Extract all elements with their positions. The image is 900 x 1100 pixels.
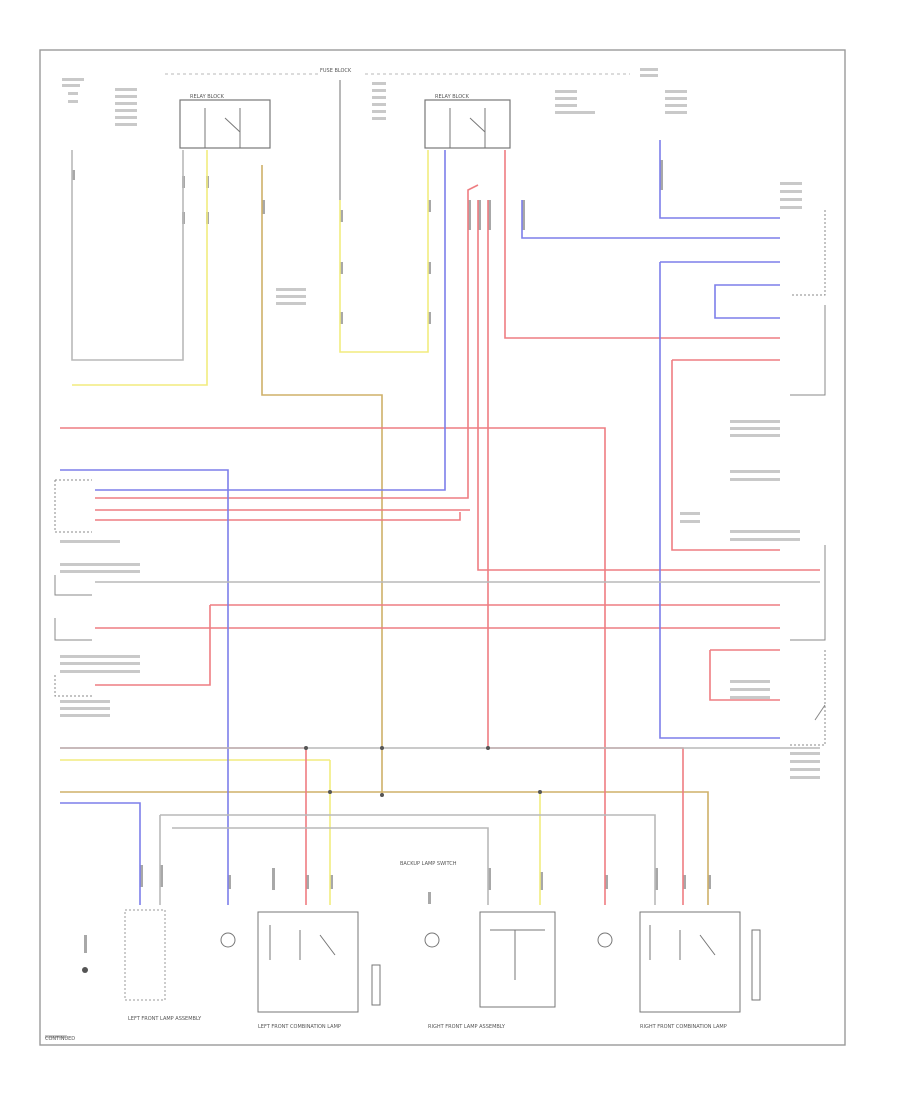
backup-lamp-switch: BACKUP LAMP SWITCH bbox=[400, 861, 457, 867]
right-front-combination-lamp bbox=[597, 911, 761, 1013]
ground-point bbox=[82, 967, 88, 973]
blue-wires bbox=[60, 140, 780, 905]
relay-block-right: RELAY BLOCK bbox=[424, 94, 511, 149]
relay-block-left-label: RELAY BLOCK bbox=[190, 94, 225, 100]
yellow-wires bbox=[60, 150, 541, 905]
diagram-frame bbox=[39, 49, 846, 1046]
splice-points bbox=[304, 746, 542, 797]
sheet-reference: CONTINUED bbox=[45, 1036, 75, 1042]
left-connectors bbox=[54, 479, 92, 697]
right-front-lamp-assembly bbox=[424, 911, 556, 1008]
connector-tags bbox=[72, 160, 711, 953]
left-front-combination-lamp bbox=[220, 911, 381, 1013]
relay-block-right-label: RELAY BLOCK bbox=[435, 94, 470, 100]
tan-wires bbox=[60, 165, 709, 905]
right-front-combo-label: RIGHT FRONT COMBINATION LAMP bbox=[640, 1024, 727, 1030]
left-front-combo-label: LEFT FRONT COMBINATION LAMP bbox=[258, 1024, 341, 1030]
relay-block-left: RELAY BLOCK bbox=[179, 94, 271, 149]
fuse-block-label: FUSE BLOCK bbox=[320, 68, 352, 74]
fuse-block: FUSE BLOCK bbox=[320, 68, 352, 200]
left-front-lamp-assembly bbox=[124, 909, 166, 1001]
gray-wires bbox=[60, 150, 820, 905]
right-front-lamp-label: RIGHT FRONT LAMP ASSEMBLY bbox=[428, 1024, 506, 1030]
left-front-lamp-label: LEFT FRONT LAMP ASSEMBLY bbox=[128, 1016, 202, 1022]
annotation-marks bbox=[45, 68, 820, 1038]
right-connectors bbox=[790, 210, 826, 746]
backup-lamp-switch-label: BACKUP LAMP SWITCH bbox=[400, 861, 457, 867]
